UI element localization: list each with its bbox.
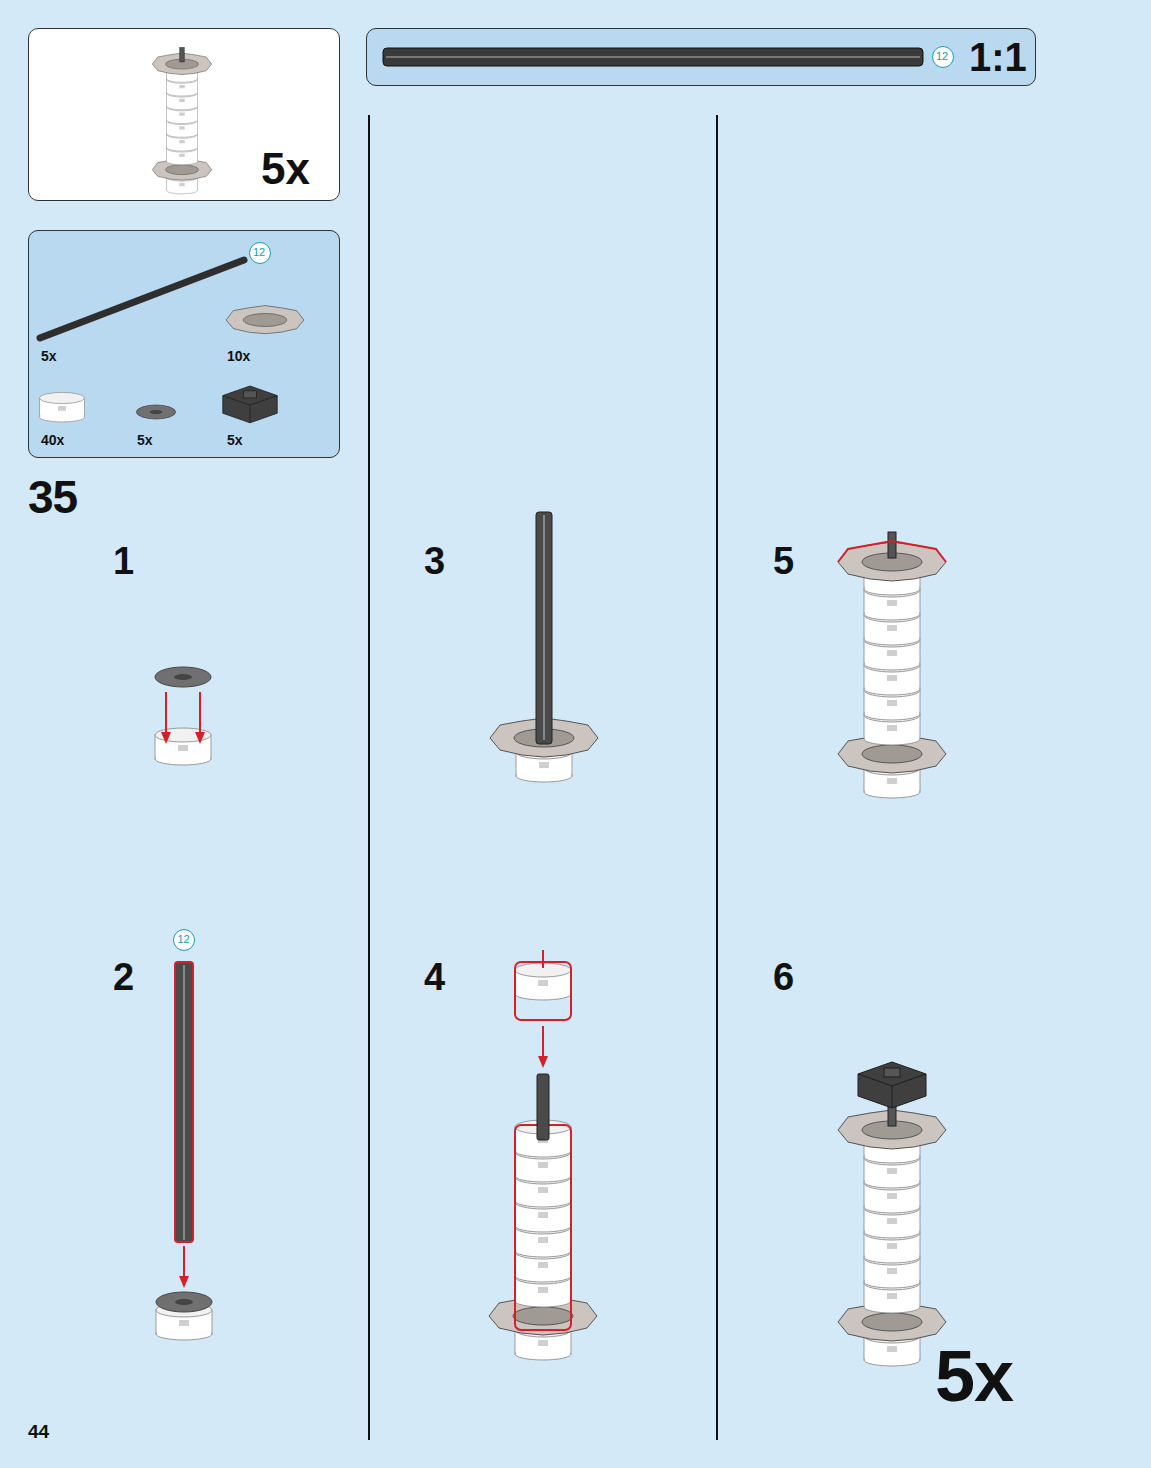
scale-label: 1:1 (969, 37, 1027, 77)
step-number: 3 (424, 542, 445, 580)
step-number: 4 (424, 958, 445, 996)
callout-number: 12 (177, 934, 189, 945)
step-group-number: 35 (28, 474, 77, 520)
length-callout: 12 (173, 929, 195, 951)
length-callout: 12 (249, 242, 271, 264)
callout-number: 12 (936, 51, 948, 62)
parts-list-box: 5x 10x 40x 5x 5x 12 (28, 230, 340, 458)
page-number: 44 (28, 1422, 49, 1441)
scale-box: 1:1 12 (366, 28, 1036, 86)
part-quantity: 10x (227, 349, 250, 363)
length-callout: 12 (932, 46, 954, 68)
part-quantity: 5x (41, 349, 57, 363)
part-quantity: 5x (137, 433, 153, 447)
part-quantity: 40x (41, 433, 64, 447)
quantity-label: 5x (935, 1340, 1013, 1412)
step-number: 6 (773, 958, 794, 996)
quantity-label: 5x (261, 147, 310, 191)
step-number: 2 (113, 958, 134, 996)
step-number: 1 (113, 542, 134, 580)
callout-number: 12 (253, 247, 265, 258)
step-number: 5 (773, 542, 794, 580)
submodel-box: 5x (28, 28, 340, 201)
part-quantity: 5x (227, 433, 243, 447)
